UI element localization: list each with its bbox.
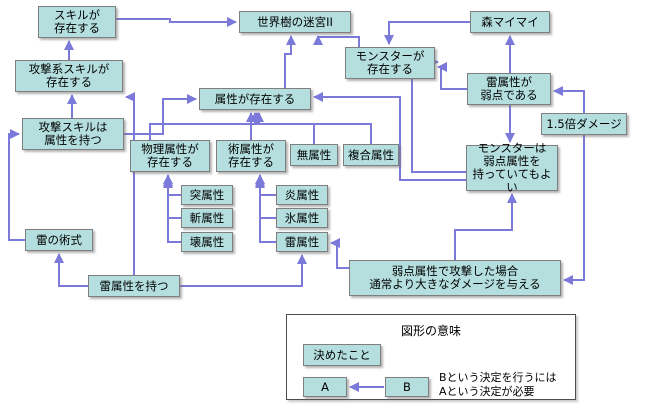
node-atk-skill-exists: 攻撃系スキルが 存在する	[15, 60, 123, 92]
node-attr-exists: 属性が存在する	[199, 88, 311, 110]
edge-weakdmg-to-thunderattr	[330, 238, 349, 269]
legend-sample-a-node: A	[303, 377, 347, 397]
node-mori-maimai: 森マイマイ	[470, 11, 550, 33]
edge-damage-to-thunderweak	[553, 86, 585, 113]
node-crush-attr: 壊属性	[181, 232, 233, 252]
edge-atkskillhasattr-to-attr	[124, 94, 197, 135]
edge-stab-to-phys	[163, 174, 181, 196]
edge-thunderweak-to-monster	[437, 62, 467, 90]
edge-damage-to-weakdmg	[563, 135, 585, 285]
edge-phys-to-attr	[149, 112, 260, 140]
edge-flame-to-art	[255, 174, 276, 196]
edge-compound-to-attr	[254, 112, 372, 144]
node-stab-attr: 突属性	[181, 185, 233, 205]
node-no-attr: 無属性	[290, 144, 338, 166]
node-thunder-formula: 雷の術式	[25, 229, 93, 251]
edge-ice-to-art	[255, 176, 276, 219]
node-thunder-weak: 雷属性が 弱点である	[467, 73, 551, 105]
node-ice-attr: 氷属性	[276, 208, 328, 228]
edge-maimai-to-monster	[384, 21, 470, 45]
edge-formula-to-atkskillhasattr	[8, 129, 25, 241]
node-flame-attr: 炎属性	[276, 185, 328, 205]
edge-attr-to-title	[284, 35, 296, 88]
edge-maywek-to-attr	[313, 92, 466, 181]
node-slash-attr: 斬属性	[181, 208, 233, 228]
edge-weakdmg-to-maywek	[454, 193, 517, 260]
node-weak-attr-damage: 弱点属性で攻撃した場合 通常より大きなダメージを与える	[349, 260, 561, 296]
edge-hasthunder-to-atkskill	[125, 92, 135, 275]
legend-sample-decision-node: 決めたこと	[303, 344, 381, 366]
legend-sample-b-node: B	[385, 377, 429, 397]
edge-monster-to-title	[313, 35, 360, 47]
legend-panel: 図形の意味 決めたこと A B Bという決定を行うには Aという決定が必要	[286, 314, 576, 400]
legend-description: Bという決定を行うには Aという決定が必要	[439, 371, 557, 398]
node-skill-exists: スキルが 存在する	[38, 6, 116, 38]
edge-thunderattr-to-art	[255, 178, 276, 243]
legend-title: 図形の意味	[400, 324, 461, 338]
node-thunder-attr: 雷属性	[276, 232, 328, 252]
node-monster-may-weak: モンスターは 弱点属性を 持っていてもよい	[466, 142, 558, 194]
node-monster-exists: モンスターが 存在する	[345, 47, 435, 79]
node-phys-attr-exists: 物理属性が 存在する	[130, 140, 210, 172]
edge-hasthunder-to-thunderattr	[180, 254, 307, 287]
node-damage-1p5: 1.5倍ダメージ	[541, 113, 627, 135]
node-atk-skill-has-attr: 攻撃スキルは 属性を持つ	[22, 118, 124, 150]
edge-crush-to-phys	[163, 178, 181, 243]
node-has-thunder-attr: 雷属性を持つ	[88, 275, 180, 297]
node-game-title: 世界樹の迷宮II	[239, 11, 351, 33]
legend-sample-arrow	[349, 382, 384, 392]
edge-hasthunder-to-formula	[54, 253, 88, 287]
node-art-attr-exists: 術属性が 存在する	[216, 140, 286, 172]
edge-skill-to-title	[116, 17, 237, 27]
node-compound-attr: 複合属性	[343, 144, 399, 166]
edge-slash-to-phys	[163, 176, 181, 219]
